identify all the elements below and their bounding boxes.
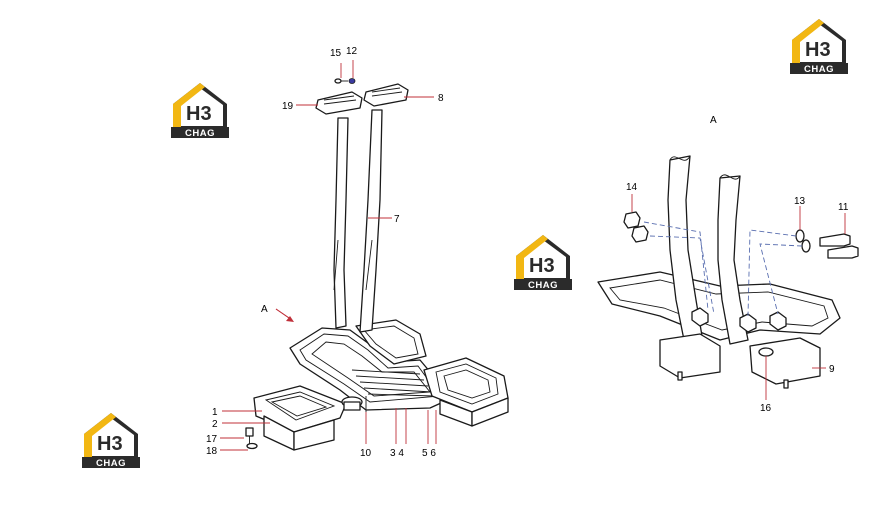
chag-logo-bottom-left: H3 CHAG: [82, 413, 140, 468]
callout-12: 12: [346, 46, 358, 57]
detail-view-a-title: A: [710, 115, 717, 126]
callout-9: 9: [829, 364, 835, 375]
logo-mark: H3: [97, 433, 123, 455]
callout-11: 11: [838, 202, 849, 213]
callout-8: 8: [438, 93, 444, 104]
grip-8: [363, 83, 409, 107]
bolt-17-18: [245, 427, 258, 450]
logo-wordmark: CHAG: [185, 128, 215, 138]
logo-wordmark: CHAG: [804, 64, 834, 74]
logo-wordmark: CHAG: [96, 458, 126, 468]
detail-view-a: [597, 155, 859, 400]
washer-12: [348, 78, 356, 84]
callout-16: 16: [760, 403, 772, 414]
right-pedal: [423, 357, 509, 427]
view-a-marker: A: [261, 304, 268, 315]
steering-column: [333, 109, 383, 333]
logo-mark: H3: [186, 103, 212, 125]
callout-1: 1: [212, 407, 218, 418]
callout-14: 14: [626, 182, 638, 193]
callout-7: 7: [394, 214, 400, 225]
main-assembly: [220, 60, 509, 451]
stud-10: [341, 396, 367, 412]
callout-5-6: 5 6: [422, 448, 436, 459]
callout-17: 17: [206, 434, 218, 445]
logo-mark: H3: [805, 39, 831, 61]
callout-3-4: 3 4: [390, 448, 404, 459]
callout-15: 15: [330, 48, 342, 59]
callout-19: 19: [282, 101, 294, 112]
callout-18: 18: [206, 446, 218, 457]
callout-2: 2: [212, 419, 218, 430]
chag-logo-top-left: H3 CHAG: [171, 83, 229, 138]
view-a-arrow: [275, 308, 294, 322]
chag-logo-center: H3 CHAG: [514, 235, 572, 290]
logo-wordmark: CHAG: [528, 280, 558, 290]
upper-floor: [355, 319, 427, 365]
callout-13: 13: [794, 196, 806, 207]
chag-logo-top-right: H3 CHAG: [790, 19, 848, 74]
logo-mark: H3: [529, 255, 555, 277]
callout-10: 10: [360, 448, 372, 459]
left-pedal: [253, 385, 347, 451]
grip-19: [315, 91, 363, 115]
screw-15: [334, 78, 348, 84]
